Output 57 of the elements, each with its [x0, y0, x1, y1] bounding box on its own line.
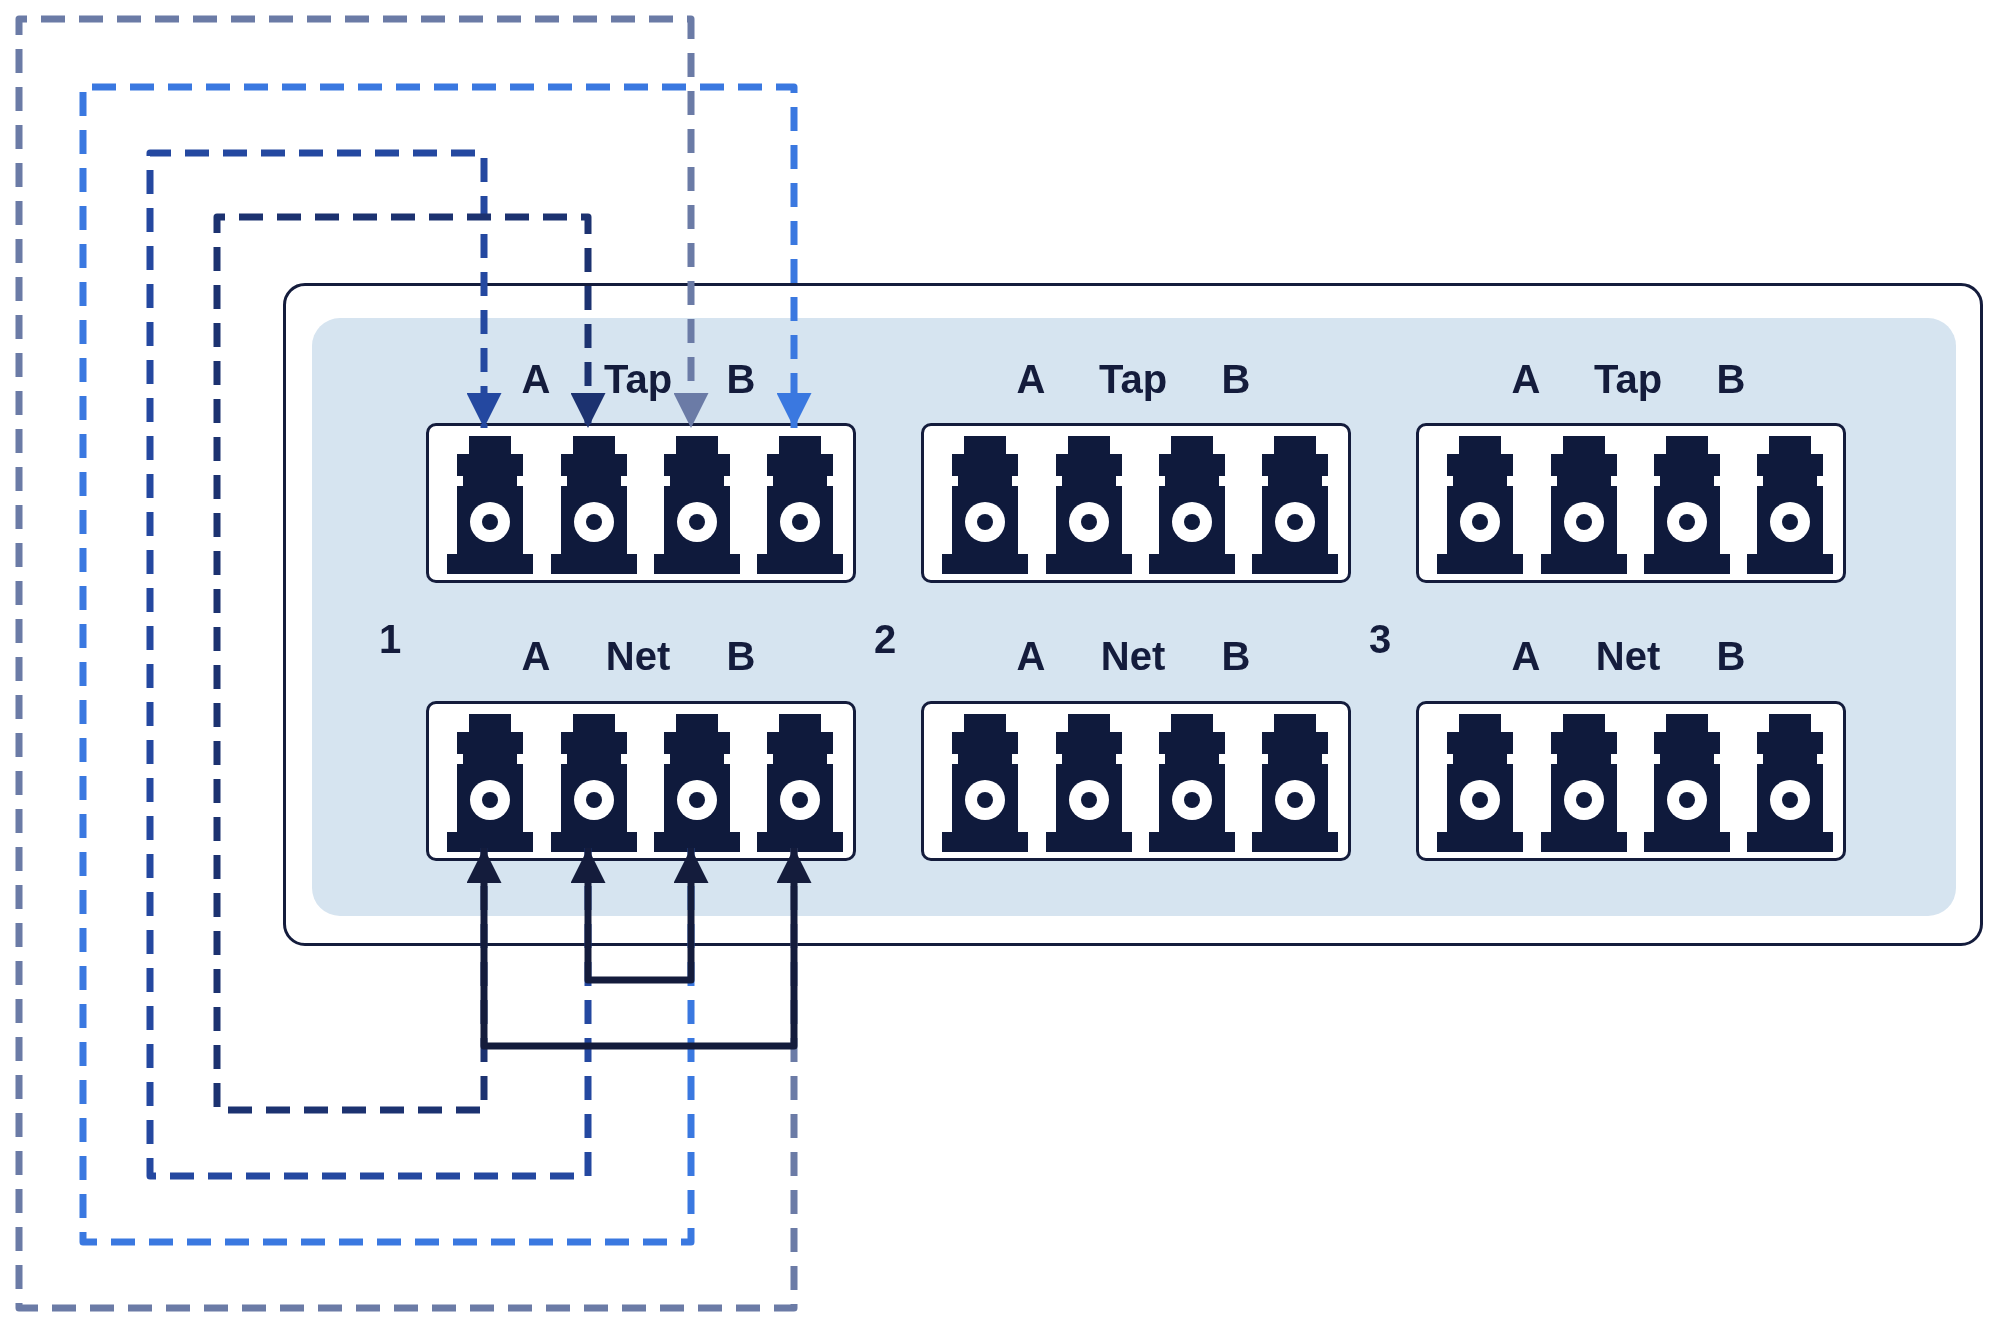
- port-label: B: [1716, 636, 1746, 676]
- fiber-port: [1642, 436, 1732, 574]
- fiber-port: [445, 436, 535, 574]
- fiber-port: [1539, 436, 1629, 574]
- arrow: [79, 83, 812, 1246]
- fiber-port: [940, 436, 1030, 574]
- port-label: Tap: [603, 359, 673, 399]
- port-label: A: [1511, 636, 1541, 676]
- fiber-port: [1539, 714, 1629, 852]
- port-label: A: [1511, 359, 1541, 399]
- arrow: [213, 213, 606, 1114]
- arrow: [146, 149, 592, 1180]
- module-number: 2: [873, 619, 897, 659]
- module-number: 3: [1368, 619, 1392, 659]
- port-label: Net: [1100, 636, 1166, 676]
- port-strip: [921, 701, 1351, 861]
- port-strip: [1416, 701, 1846, 861]
- arrow: [570, 848, 709, 984]
- port-strip: [921, 423, 1351, 583]
- fiber-port: [549, 714, 639, 852]
- port-label: A: [521, 636, 551, 676]
- module-number: 1: [378, 619, 402, 659]
- port-label: B: [726, 636, 756, 676]
- fiber-port: [652, 714, 742, 852]
- port-strip: [426, 701, 856, 861]
- fiber-port: [940, 714, 1030, 852]
- port-label: Net: [605, 636, 671, 676]
- fiber-port: [755, 714, 845, 852]
- arrow: [15, 15, 798, 1312]
- fiber-port: [1147, 714, 1237, 852]
- fiber-port: [755, 436, 845, 574]
- fiber-port: [652, 436, 742, 574]
- fiber-port: [1044, 436, 1134, 574]
- port-label: B: [1221, 359, 1251, 399]
- fiber-port: [1250, 714, 1340, 852]
- fiber-port: [549, 436, 639, 574]
- port-label: Tap: [1098, 359, 1168, 399]
- port-label: Tap: [1593, 359, 1663, 399]
- fiber-port: [1435, 436, 1525, 574]
- port-label: B: [726, 359, 756, 399]
- port-label: B: [1716, 359, 1746, 399]
- port-strip: [1416, 423, 1846, 583]
- arrow: [466, 848, 812, 1050]
- fiber-port: [1745, 714, 1835, 852]
- fiber-port: [1642, 714, 1732, 852]
- port-label: A: [521, 359, 551, 399]
- fiber-port: [1250, 436, 1340, 574]
- fiber-port: [1147, 436, 1237, 574]
- fiber-port: [1745, 436, 1835, 574]
- port-label: A: [1016, 359, 1046, 399]
- fiber-port: [1435, 714, 1525, 852]
- port-label: A: [1016, 636, 1046, 676]
- port-strip: [426, 423, 856, 583]
- port-label: B: [1221, 636, 1251, 676]
- port-label: Net: [1595, 636, 1661, 676]
- fiber-port: [445, 714, 535, 852]
- fiber-port: [1044, 714, 1134, 852]
